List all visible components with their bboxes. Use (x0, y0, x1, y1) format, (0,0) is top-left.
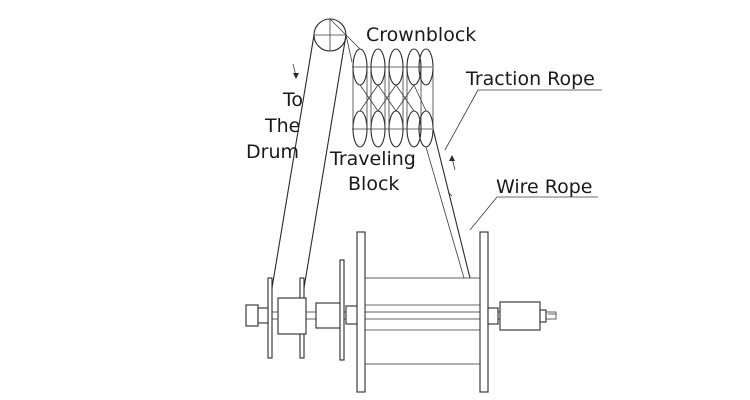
arrow-down-icon (292, 63, 299, 79)
winch-assembly (245, 231, 557, 393)
traction-rope-label: Traction Rope (465, 68, 595, 90)
to-the-drum-label-line1: To (282, 89, 303, 111)
traveling-block-label-line1: Traveling (329, 148, 416, 170)
to-the-drum-label-line2: The (264, 115, 300, 137)
leader-lines (444, 89, 602, 231)
crownblock-label: Crownblock (366, 24, 476, 46)
reeving-lines (352, 67, 434, 129)
rope-to-drum (267, 34, 347, 313)
traveling-block-label-line2: Block (348, 173, 399, 195)
traction-rope-line (425, 128, 471, 279)
arrow-up-icon (449, 155, 456, 171)
crown-pulley (313, 18, 347, 52)
rope-crown-to-blocks (329, 18, 361, 63)
wire-rope-label: Wire Rope (496, 176, 593, 198)
to-the-drum-label-line3: Drum (246, 141, 299, 163)
